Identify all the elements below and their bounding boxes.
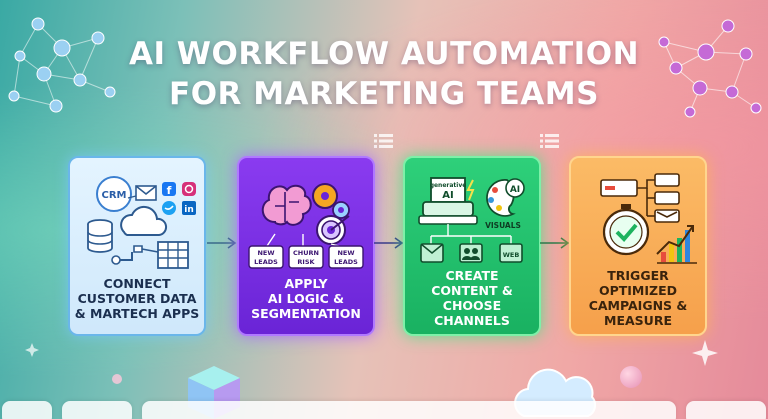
arrow-right-icon xyxy=(540,237,570,249)
list-icon xyxy=(540,134,559,148)
step-label-connect: CONNECT CUSTOMER DATA & MARTECH APPS xyxy=(74,276,200,321)
step-card-apply: NEW LEADS CHURN RISK NEW LEADS APPLY AI … xyxy=(237,156,375,336)
tag-new-leads: NEW LEADS xyxy=(328,245,364,269)
step-label-line: AI LOGIC & xyxy=(267,291,345,306)
twitter-icon xyxy=(162,201,176,215)
stopwatch-check-icon xyxy=(602,204,650,256)
step-label-line: CONNECT xyxy=(103,276,171,291)
step-label-line: CREATE xyxy=(445,268,499,283)
step-label-line: TRIGGER xyxy=(607,268,669,283)
step-label-line: OPTIMIZED xyxy=(598,283,678,298)
arrow-right-icon xyxy=(374,237,404,249)
step-label-trigger: TRIGGER OPTIMIZED CAMPAIGNS & MEASURE xyxy=(575,268,701,328)
linkedin-icon: in xyxy=(182,201,196,215)
network-graph-right-icon xyxy=(658,19,762,118)
visuals-label: VISUALS xyxy=(485,221,521,230)
step-label-line: APPLY xyxy=(284,276,328,291)
brain-icon xyxy=(261,184,312,226)
crm-bubble-icon: CRM xyxy=(96,176,132,212)
svg-text:AI: AI xyxy=(510,185,520,195)
step-label-line: CAMPAIGNS & xyxy=(588,298,688,313)
step-label-line: SEGMENTATION xyxy=(251,306,361,321)
svg-text:LEADS: LEADS xyxy=(334,258,358,266)
title-line-1: AI WORKFLOW AUTOMATION xyxy=(128,36,640,72)
bottom-tile xyxy=(686,401,766,419)
database-icon xyxy=(87,219,113,253)
sparkle-icon xyxy=(25,343,39,357)
page-title: AI WORKFLOW AUTOMATION FOR MARKETING TEA… xyxy=(0,34,768,114)
crm-label: CRM xyxy=(102,190,127,201)
cloud-icon xyxy=(120,205,168,236)
step-label-create: CREATE CONTENT & CHOOSE CHANNELS xyxy=(409,268,535,328)
svg-text:RISK: RISK xyxy=(297,258,315,266)
step-card-connect: CRM f in CONNECT CUSTOMER DATA xyxy=(68,156,206,336)
bottom-tile xyxy=(2,401,52,419)
tag-new-leads: NEW LEADS xyxy=(248,245,284,269)
svg-text:CHURN: CHURN xyxy=(293,249,319,257)
create-illustration: generative AI AI VISUALS WEB xyxy=(418,177,525,263)
svg-text:NEW: NEW xyxy=(257,249,274,257)
arrow-right-icon xyxy=(207,237,237,249)
target-icon xyxy=(316,215,350,245)
email-icon xyxy=(420,243,444,263)
instagram-icon xyxy=(182,182,196,196)
svg-text:NEW: NEW xyxy=(337,249,354,257)
email-icon xyxy=(135,185,157,201)
step-card-trigger: TRIGGER OPTIMIZED CAMPAIGNS & MEASURE xyxy=(569,156,707,336)
bottom-tile xyxy=(142,401,676,419)
svg-text:LEADS: LEADS xyxy=(254,258,278,266)
web-icon: WEB xyxy=(499,243,523,263)
svg-text:WEB: WEB xyxy=(503,251,520,259)
sparkle-icon xyxy=(692,340,718,366)
plug-icon xyxy=(111,245,159,265)
svg-text:generative: generative xyxy=(430,182,467,189)
svg-text:in: in xyxy=(184,205,194,215)
spreadsheet-icon xyxy=(157,241,189,269)
network-graph-left-icon xyxy=(8,17,116,113)
step-card-create: generative AI AI VISUALS WEB CREATE CONT… xyxy=(403,156,541,336)
users-icon xyxy=(459,243,483,263)
facebook-icon: f xyxy=(162,182,176,197)
title-line-2: FOR MARKETING TEAMS xyxy=(169,76,599,112)
decorative-blob xyxy=(620,366,642,388)
svg-text:f: f xyxy=(167,184,172,197)
svg-text:AI: AI xyxy=(442,190,453,201)
step-label-line: CONTENT & xyxy=(431,283,513,298)
tag-churn-risk: CHURN RISK xyxy=(288,245,324,269)
step-label-line: CHANNELS xyxy=(434,313,510,328)
step-label-line: CUSTOMER DATA xyxy=(77,291,197,306)
apply-illustration: NEW LEADS CHURN RISK NEW LEADS xyxy=(248,183,364,269)
gears-icon xyxy=(312,183,350,219)
list-icon xyxy=(374,134,393,148)
step-label-apply: APPLY AI LOGIC & SEGMENTATION xyxy=(243,276,369,321)
flowchart-icon xyxy=(600,173,680,223)
typewriter-icon: generative AI xyxy=(418,177,478,225)
step-label-line: & MARTECH APPS xyxy=(74,306,200,321)
step-label-line: MEASURE xyxy=(604,313,672,328)
palette-icon: AI xyxy=(486,178,525,217)
connect-illustration: CRM f in xyxy=(87,176,196,269)
step-label-line: CHOOSE xyxy=(442,298,502,313)
bottom-tile xyxy=(62,401,132,419)
trigger-illustration xyxy=(600,173,697,264)
growth-chart-icon xyxy=(656,225,697,264)
decorative-blob xyxy=(112,374,122,384)
